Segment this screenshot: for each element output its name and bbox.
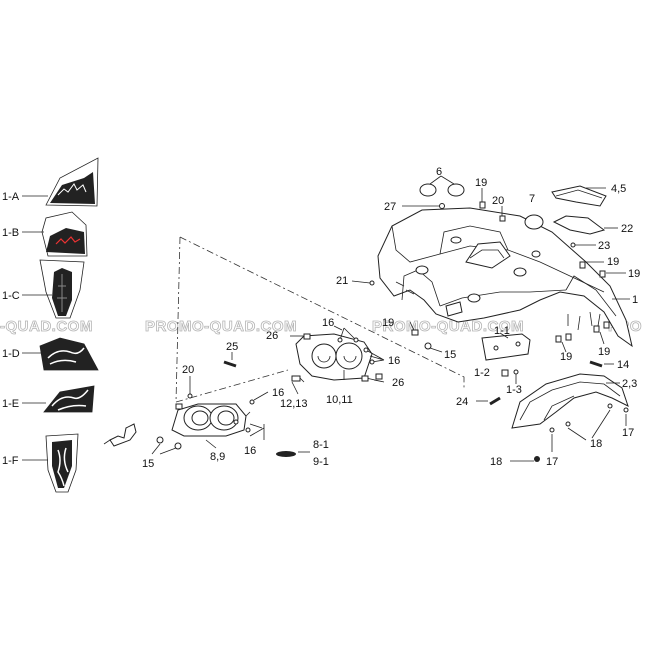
watermark-left: -QUAD.COM [0, 318, 93, 335]
label-15-b: 15 [142, 458, 154, 470]
label-1-B: 1-B [2, 227, 19, 239]
label-27: 27 [384, 201, 396, 213]
clip-icon [479, 201, 486, 209]
label-10-11: 10,11 [326, 394, 353, 406]
cap-icon [524, 214, 544, 230]
label-12-13: 12,13 [280, 398, 308, 410]
label-19-f: 19 [598, 346, 610, 358]
mud-guard-icon [511, 373, 629, 429]
decal-1b-icon [41, 211, 88, 257]
grommet-icon [447, 183, 465, 197]
decal-1f-icon [45, 433, 79, 493]
decal-1c-icon [39, 259, 85, 319]
label-26-b: 26 [392, 377, 404, 389]
label-16-a: 16 [322, 317, 334, 329]
watermark-center: PROMO-QUAD.COM [145, 318, 297, 335]
label-19-b: 19 [607, 256, 619, 268]
label-8-1: 8-1 [313, 439, 329, 451]
reflector-icon [551, 185, 607, 207]
bracket-icon [103, 423, 137, 447]
label-7: 7 [529, 193, 535, 205]
plate-icon [481, 333, 531, 361]
decal-1e-icon [43, 385, 95, 413]
label-1-E: 1-E [2, 398, 19, 410]
grommet-icon [419, 183, 437, 197]
label-1-3: 1-3 [506, 384, 522, 396]
label-1-1: 1-1 [494, 325, 510, 337]
label-25: 25 [226, 341, 238, 353]
label-1: 1 [632, 294, 638, 306]
label-18-a: 18 [590, 438, 602, 450]
label-8-9: 8,9 [210, 451, 225, 463]
label-16-d: 16 [244, 445, 256, 457]
label-9-1: 9-1 [313, 456, 329, 468]
label-4-5: 4,5 [611, 183, 626, 195]
label-22: 22 [621, 223, 633, 235]
label-17-a: 17 [622, 427, 634, 439]
label-16-c: 16 [272, 387, 284, 399]
label-1-D: 1-D [2, 348, 20, 360]
label-1-F: 1-F [2, 455, 19, 467]
label-21: 21 [336, 275, 348, 287]
label-1-2: 1-2 [474, 367, 490, 379]
clip-icon [499, 215, 506, 222]
decal-1d-icon [39, 337, 99, 371]
seal-icon [552, 215, 606, 235]
label-23: 23 [598, 240, 610, 252]
label-17-b: 17 [546, 456, 558, 468]
label-19-c: 19 [628, 268, 640, 280]
label-20-b: 20 [182, 364, 194, 376]
instrument-cover-icon [295, 333, 373, 381]
label-2-3: 2,3 [622, 378, 637, 390]
label-20: 20 [492, 195, 504, 207]
label-26-a: 26 [266, 330, 278, 342]
label-19: 19 [475, 177, 487, 189]
label-19-e: 19 [560, 351, 572, 363]
label-19-d: 19 [382, 317, 394, 329]
label-6: 6 [436, 166, 442, 178]
label-24: 24 [456, 396, 468, 408]
front-fender-icon [377, 207, 633, 348]
headlight-housing-icon [171, 403, 251, 437]
decal-1a-icon [45, 157, 99, 207]
label-16-b: 16 [388, 355, 400, 367]
label-1-A: 1-A [2, 191, 20, 203]
label-14: 14 [617, 359, 629, 371]
label-15-a: 15 [444, 349, 456, 361]
label-18-b: 18 [490, 456, 502, 468]
label-1-C: 1-C [2, 290, 20, 302]
